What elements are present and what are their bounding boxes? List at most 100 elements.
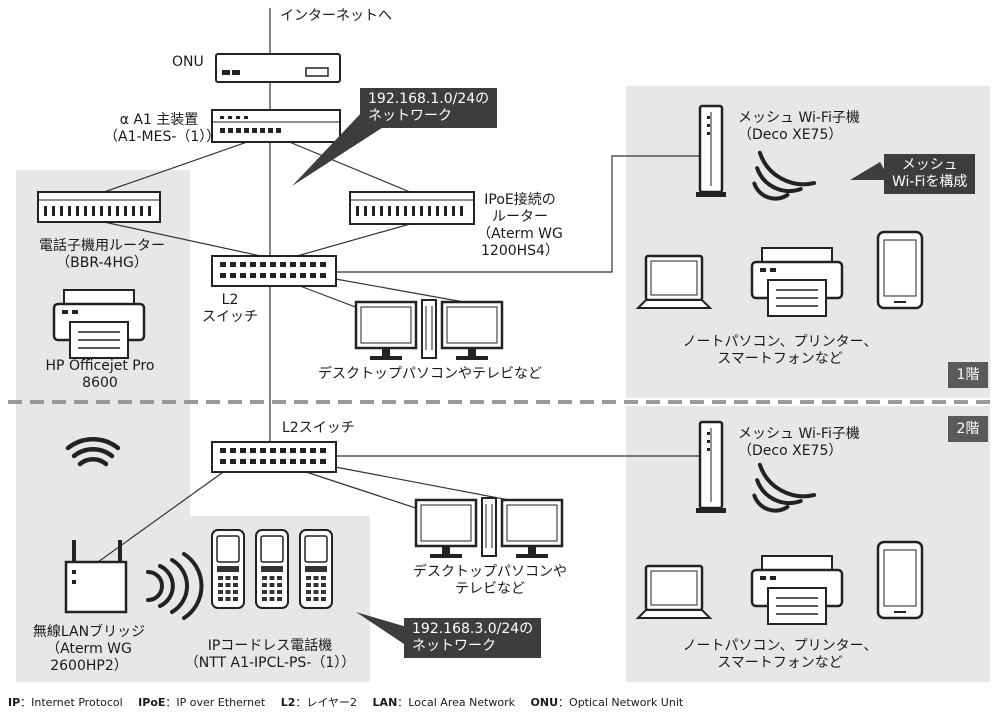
pc-tower-icon <box>481 497 497 557</box>
ip-phone-label: IPコードレス電話機 （NTT A1-IPCL-PS-（1）） <box>170 638 370 672</box>
ipoe-router-label-line1: IPoE接続の <box>484 192 556 208</box>
hp-printer-label-line1: HP Officejet Pro <box>45 358 155 374</box>
clients-2f-label-line1: ノートパソコン、プリンター、 <box>682 638 878 654</box>
ip-phone-handset-icon <box>211 529 245 609</box>
onu-device <box>215 53 341 83</box>
panel-right-2f <box>626 406 990 682</box>
mesh-1f-label-line1: メッシュ Wi-Fi子機 <box>738 110 860 126</box>
laptop-icon <box>636 564 712 620</box>
alpha-a1-label-line2: （A1-MES-（1）） <box>104 129 221 145</box>
mesh-2f-label-line1: メッシュ Wi-Fi子機 <box>738 426 860 442</box>
callout-mesh-line1: メッシュ <box>901 157 958 173</box>
l2-switch-2f-label: L2スイッチ <box>282 420 355 436</box>
legend-item: L2：レイヤー2 <box>280 696 358 709</box>
internet-label: インターネットへ <box>280 8 392 24</box>
wireless-bridge-label-line3: 2600HP2） <box>50 658 128 674</box>
l2-switch-1f-device <box>211 255 337 287</box>
ip-phone-label-line2: （NTT A1-IPCL-PS-（1）） <box>184 655 356 671</box>
ipoe-router-label-line4: 1200HS4） <box>481 243 559 259</box>
ipoe-router-device <box>349 191 475 225</box>
legend-desc: Internet Protocol <box>31 696 123 709</box>
legend-abbr: ONU <box>530 696 559 709</box>
legend-desc: Local Area Network <box>408 696 516 709</box>
monitor-icon <box>500 498 564 560</box>
alpha-a1-label-line1: α A1 主装置 <box>119 112 199 128</box>
ip-phone-handset-icon <box>255 529 289 609</box>
legend-item: IPoE：IP over Ethernet <box>138 696 266 709</box>
wireless-bridge-device <box>64 540 128 614</box>
desktop-1f-label: デスクトップパソコンやテレビなど <box>318 366 542 382</box>
ipoe-router-label: IPoE接続の ルーター （Aterm WG 1200HS4） <box>470 192 570 260</box>
clients-2f-label: ノートパソコン、プリンター、 スマートフォンなど <box>660 638 900 672</box>
callout-mesh-line2: Wi-Fiを構成 <box>892 174 968 190</box>
abbreviation-legend: IP：Internet Protocol IPoE：IP over Ethern… <box>8 694 683 710</box>
alpha-a1-label: α A1 主装置 （A1-MES-（1）） <box>104 112 221 146</box>
mesh-1f-label: メッシュ Wi-Fi子機 （Deco XE75） <box>738 110 860 144</box>
callout-network-1-line2: ネットワーク <box>368 108 452 124</box>
mesh-2f-label: メッシュ Wi-Fi子機 （Deco XE75） <box>738 426 860 460</box>
floor-2-badge: 2階 <box>948 416 988 442</box>
mesh-wifi-unit-icon <box>694 420 728 515</box>
ipoe-router-label-line2: ルーター <box>492 209 548 225</box>
panel-right-1f <box>626 86 990 398</box>
legend-abbr: LAN <box>372 696 398 709</box>
radio-waves-icon <box>146 552 204 620</box>
legend-item: IP：Internet Protocol <box>8 696 123 709</box>
legend-item: LAN：Local Area Network <box>372 696 516 709</box>
alpha-a1-device <box>211 109 341 143</box>
clients-1f-label-line1: ノートパソコン、プリンター、 <box>682 334 878 350</box>
l2-switch-1f-label-line1: L2 <box>221 292 239 308</box>
legend-desc: レイヤー2 <box>306 696 358 709</box>
laptop-icon <box>636 254 712 310</box>
ip-phone-handset-icon <box>299 529 333 609</box>
hp-printer-label: HP Officejet Pro 8600 <box>30 358 170 392</box>
clients-1f-label-line2: スマートフォンなど <box>717 351 843 367</box>
clients-1f-label: ノートパソコン、プリンター、 スマートフォンなど <box>660 334 900 368</box>
callout-network-3-line2: ネットワーク <box>412 638 496 654</box>
legend-item: ONU：Optical Network Unit <box>530 696 684 709</box>
desktop-2f-label: デスクトップパソコンや テレビなど <box>400 564 580 598</box>
ipoe-router-label-line3: （Aterm WG <box>477 226 563 242</box>
callout-network-1-line1: 192.168.1.0/24の <box>368 91 490 107</box>
l2-switch-1f-label: L2 スイッチ <box>200 292 260 326</box>
wifi-signal-icon <box>65 437 121 467</box>
monitor-icon <box>440 300 504 362</box>
legend-desc: Optical Network Unit <box>569 696 684 709</box>
monitor-icon <box>354 300 418 362</box>
desktop-2f-label-line2: テレビなど <box>455 581 525 597</box>
clients-2f-label-line2: スマートフォンなど <box>717 655 843 671</box>
onu-label: ONU <box>172 54 204 70</box>
panel-left <box>16 170 190 402</box>
wireless-bridge-label-line1: 無線LANブリッジ <box>32 624 146 640</box>
phone-router-label-line1: 電話子機用ルーター <box>39 238 165 254</box>
legend-abbr: IPoE <box>138 696 166 709</box>
smartphone-icon <box>876 230 924 310</box>
ip-phone-label-line1: IPコードレス電話機 <box>207 638 333 654</box>
l2-switch-2f-device <box>211 441 337 473</box>
callout-network-1: 192.168.1.0/24の ネットワーク <box>360 88 498 128</box>
callout-pointer <box>356 612 410 648</box>
callout-pointer <box>292 110 388 186</box>
callout-network-3-line1: 192.168.3.0/24の <box>412 621 534 637</box>
mesh-1f-label-line2: （Deco XE75） <box>738 127 843 143</box>
phone-router-label: 電話子機用ルーター （BBR-4HG） <box>22 238 182 272</box>
legend-abbr: IP <box>8 696 21 709</box>
mesh-wifi-unit-icon <box>694 104 728 199</box>
legend-abbr: L2 <box>280 696 296 709</box>
smartphone-icon <box>876 540 924 620</box>
hp-printer-label-line2: 8600 <box>82 375 118 391</box>
wireless-bridge-label: 無線LANブリッジ （Aterm WG 2600HP2） <box>24 624 154 675</box>
phone-router-device <box>37 191 161 223</box>
callout-mesh: メッシュ Wi-Fiを構成 <box>884 154 976 194</box>
floor-1-badge: 1階 <box>948 362 988 388</box>
l2-switch-1f-label-line2: スイッチ <box>202 309 258 325</box>
phone-router-label-line2: （BBR-4HG） <box>56 255 148 271</box>
callout-pointer <box>850 162 890 180</box>
legend-desc: IP over Ethernet <box>176 696 266 709</box>
mesh-2f-label-line2: （Deco XE75） <box>738 443 843 459</box>
pc-tower-icon <box>421 299 437 359</box>
wireless-bridge-label-line2: （Aterm WG <box>46 641 132 657</box>
callout-network-3: 192.168.3.0/24の ネットワーク <box>404 618 542 658</box>
